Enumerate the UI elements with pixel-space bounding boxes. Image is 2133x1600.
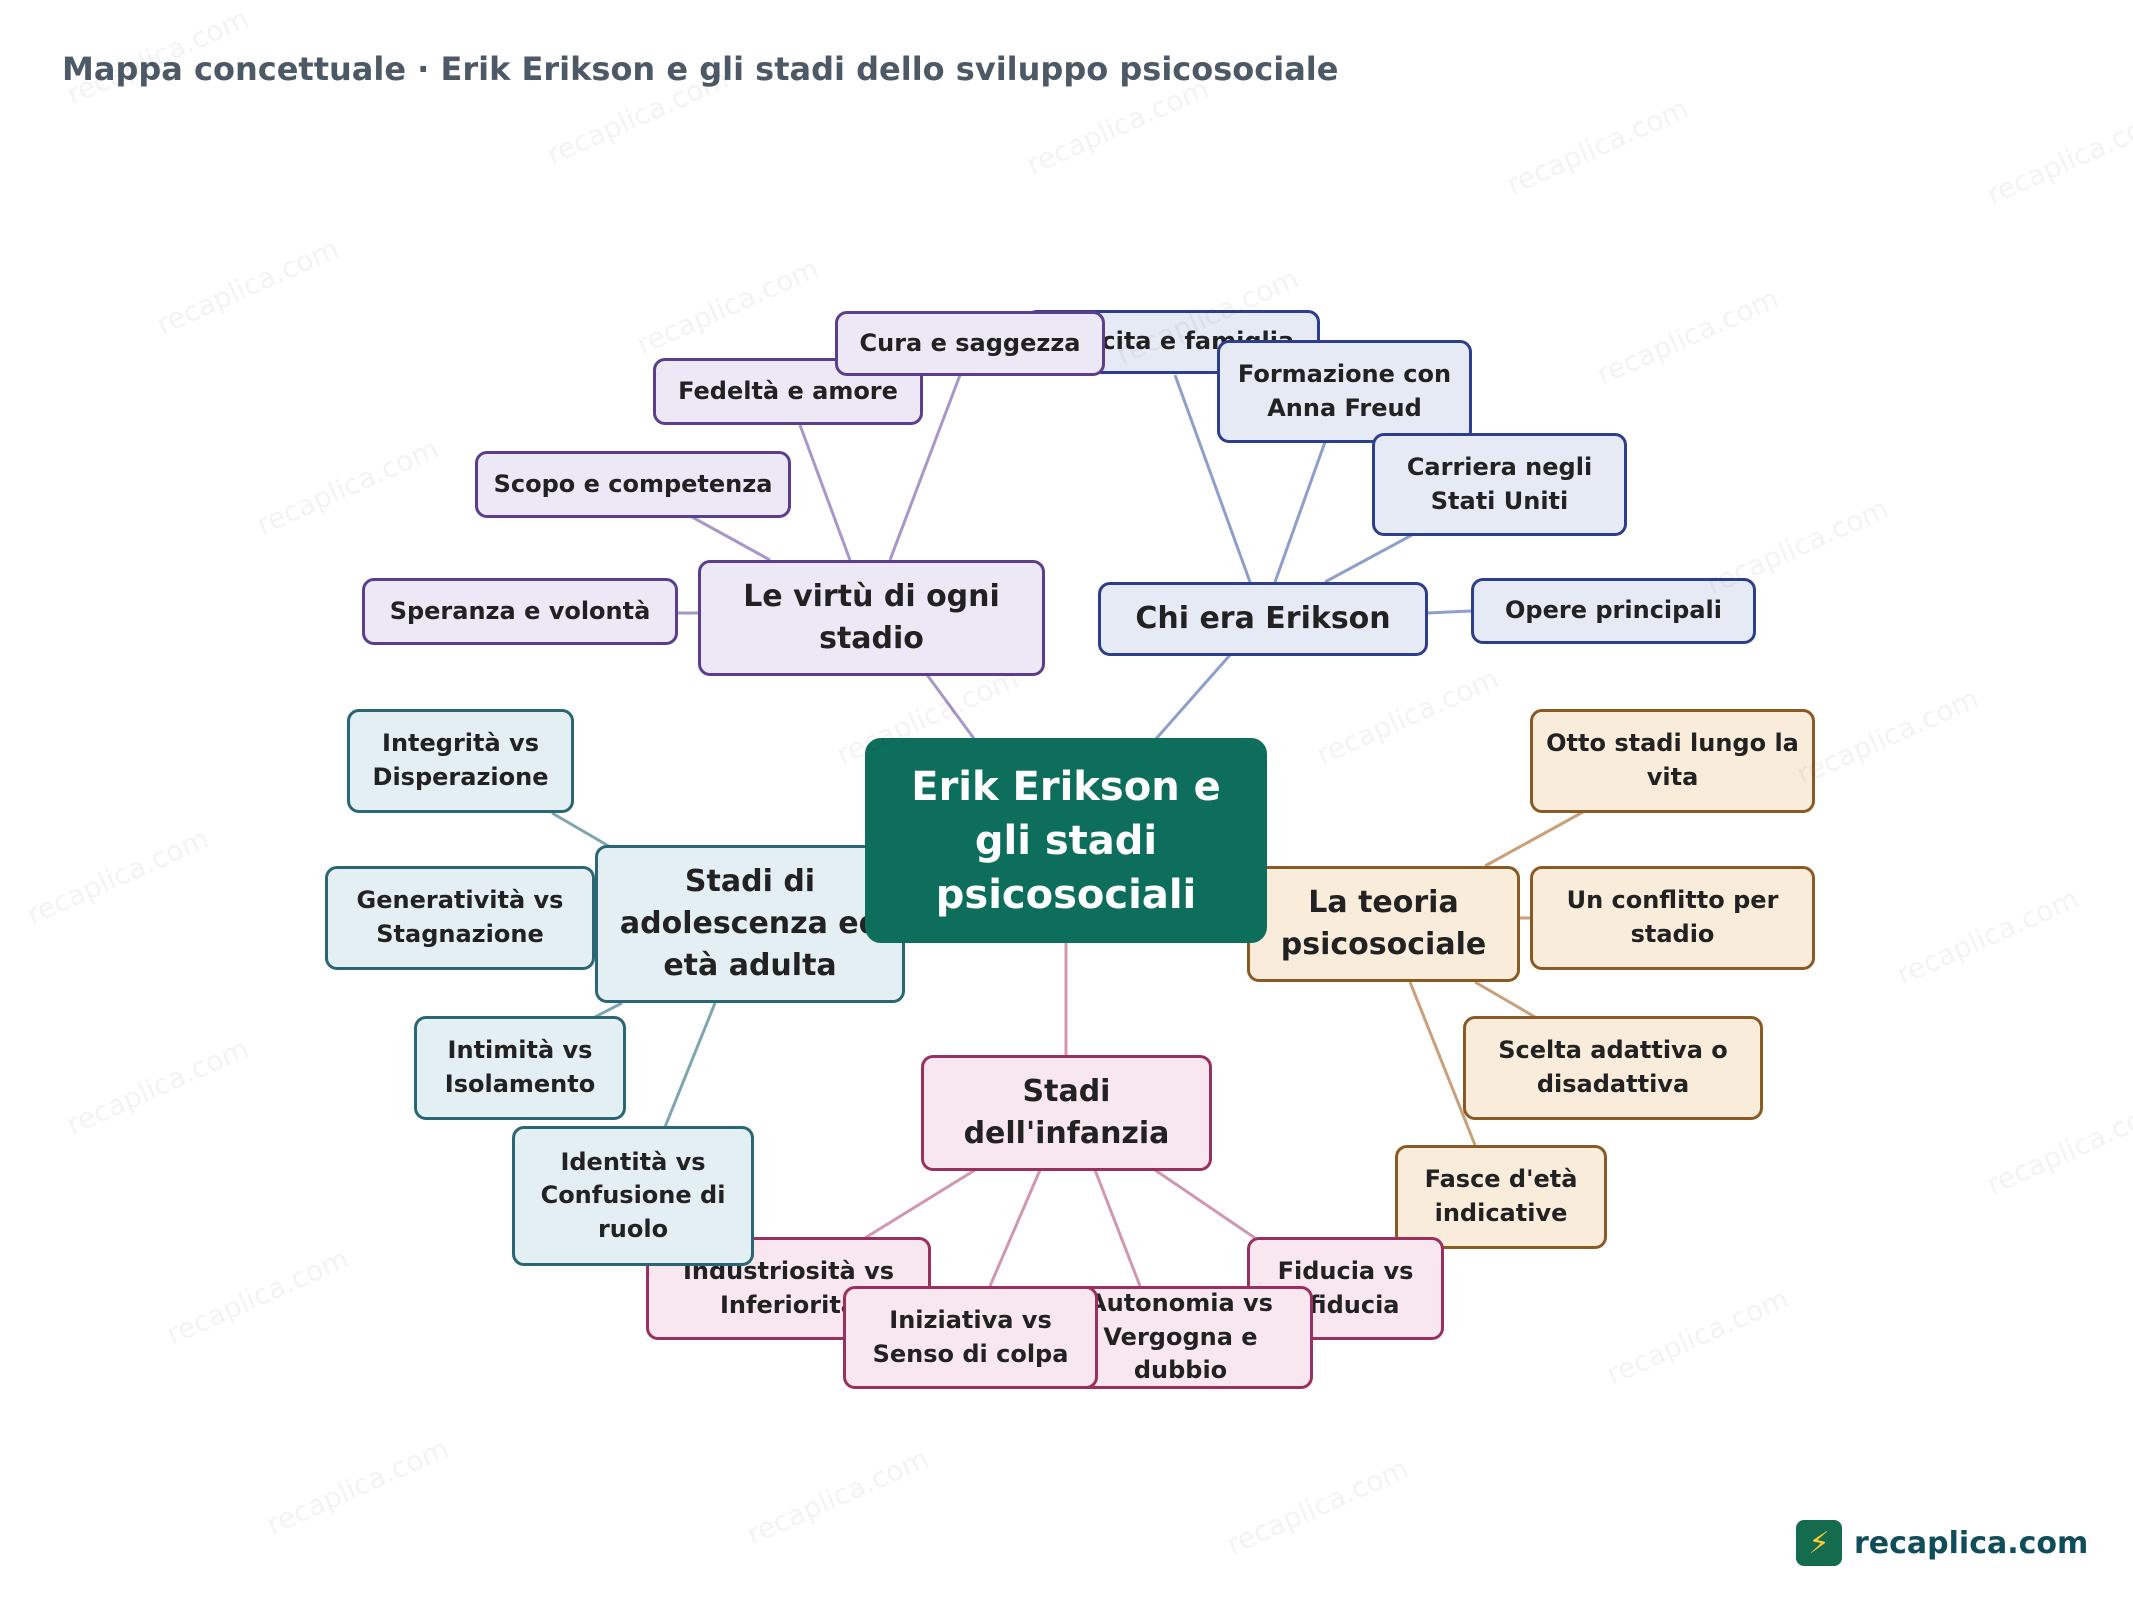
erikson-child-3[interactable]: Carriera negli Stati Uniti [1372, 433, 1627, 536]
branch-childhood[interactable]: Stadi dell'infanzia [921, 1055, 1212, 1171]
central-topic[interactable]: Erik Erikson e gli stadi psicosociali [865, 738, 1267, 943]
edge-central-erikson [1153, 654, 1232, 741]
edge-virtues-2 [691, 515, 771, 562]
edge-virtues-3 [798, 424, 852, 561]
brand-name: recaplica.com [1854, 1525, 2089, 1561]
adult-child-4[interactable]: Identità vs Confusione di ruolo [512, 1126, 754, 1266]
theory-child-3[interactable]: Scelta adattiva o disadattiva [1463, 1016, 1763, 1120]
childhood-child-2[interactable]: Iniziativa vs Senso di colpa [843, 1286, 1098, 1389]
virtues-child-2[interactable]: Scopo e competenza [475, 451, 791, 518]
page-title: Mappa concettuale · Erik Erikson e gli s… [62, 50, 1339, 88]
branch-theory[interactable]: La teoria psicosociale [1247, 866, 1520, 982]
theory-child-1[interactable]: Otto stadi lungo la vita [1530, 709, 1815, 813]
adult-child-1[interactable]: Integrità vs Disperazione [347, 709, 574, 813]
lightning-book-icon: ⚡ [1796, 1520, 1842, 1566]
edge-childhood-4 [1154, 1168, 1256, 1240]
adult-child-2[interactable]: Generatività vs Stagnazione [325, 866, 595, 970]
edge-virtues-4 [888, 374, 962, 561]
edge-adult-4 [663, 1002, 717, 1128]
edge-theory-1 [1484, 810, 1584, 868]
branch-virtues[interactable]: Le virtù di ogni stadio [698, 560, 1045, 676]
brand-logo[interactable]: ⚡ recaplica.com [1796, 1520, 2088, 1566]
branch-erikson[interactable]: Chi era Erikson [1098, 582, 1428, 656]
edge-erikson-3 [1324, 533, 1413, 584]
edge-theory-3 [1474, 980, 1536, 1019]
branch-adult[interactable]: Stadi di adolescenza ed età adulta [595, 845, 905, 1003]
edge-central-virtues [923, 671, 977, 741]
virtues-child-1[interactable]: Speranza e volontà [362, 578, 678, 645]
edge-adult-1 [551, 811, 613, 850]
virtues-child-4[interactable]: Cura e saggezza [835, 311, 1105, 376]
edge-erikson-1 [1173, 374, 1252, 583]
adult-child-3[interactable]: Intimità vs Isolamento [414, 1016, 626, 1120]
edge-erikson-2 [1273, 441, 1327, 583]
theory-child-2[interactable]: Un conflitto per stadio [1530, 866, 1815, 970]
edge-theory-4 [1408, 981, 1477, 1146]
edge-childhood-2 [988, 1169, 1042, 1287]
erikson-child-2[interactable]: Formazione con Anna Freud [1217, 340, 1472, 443]
edge-erikson-4 [1426, 609, 1472, 615]
edge-adult-3 [594, 1001, 623, 1019]
edge-childhood-3 [1093, 1169, 1142, 1287]
theory-child-4[interactable]: Fasce d'età indicative [1395, 1145, 1607, 1249]
edge-childhood-1 [864, 1168, 976, 1240]
erikson-child-4[interactable]: Opere principali [1471, 578, 1756, 644]
